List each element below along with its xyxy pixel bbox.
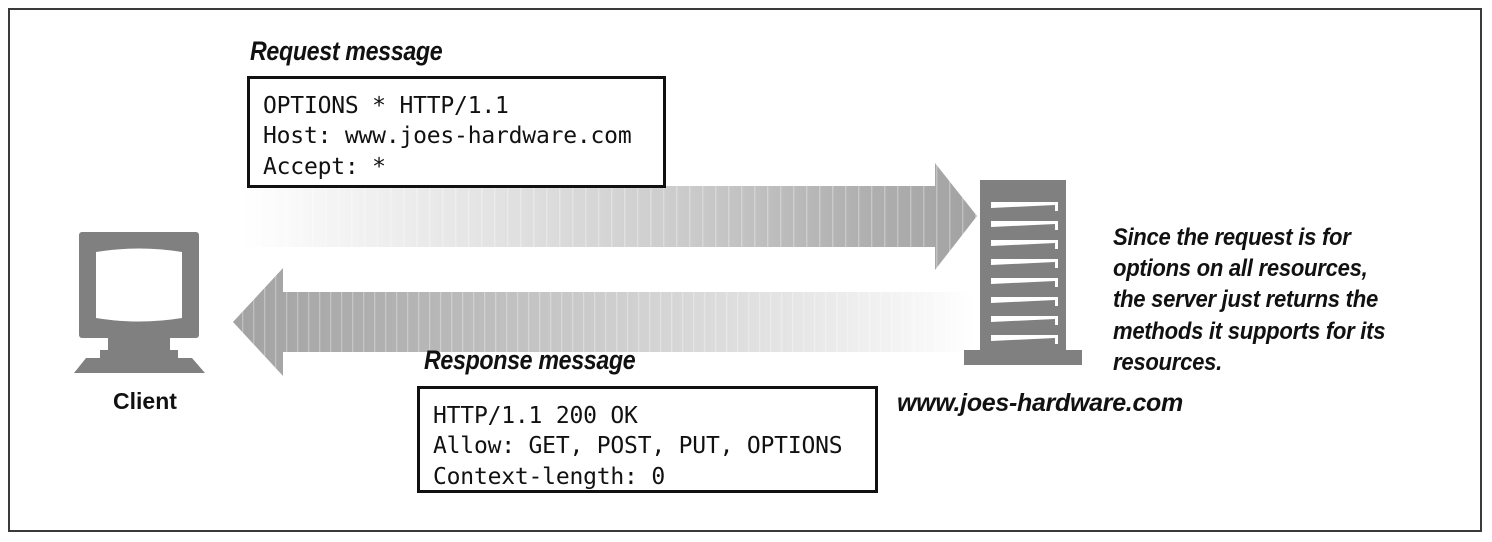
response-arrow [233, 268, 975, 376]
request-arrow [243, 163, 977, 270]
response-message-text: HTTP/1.1 200 OK Allow: GET, POST, PUT, O… [433, 403, 843, 490]
figure-border [8, 8, 1482, 532]
server-rack-icon [964, 180, 1082, 365]
response-message-label: Response message [424, 345, 636, 375]
request-message-label: Request message [250, 36, 443, 66]
request-message-box: OPTIONS * HTTP/1.1 Host: www.joes-hardwa… [247, 76, 666, 188]
client-label: Client [113, 388, 177, 414]
server-side-annotation: Since the request is for options on all … [1113, 224, 1386, 376]
desktop-computer-icon [74, 232, 205, 373]
response-message-box: HTTP/1.1 200 OK Allow: GET, POST, PUT, O… [417, 386, 878, 493]
server-label: www.joes-hardware.com [897, 389, 1183, 417]
request-message-text: OPTIONS * HTTP/1.1 Host: www.joes-hardwa… [263, 93, 632, 180]
